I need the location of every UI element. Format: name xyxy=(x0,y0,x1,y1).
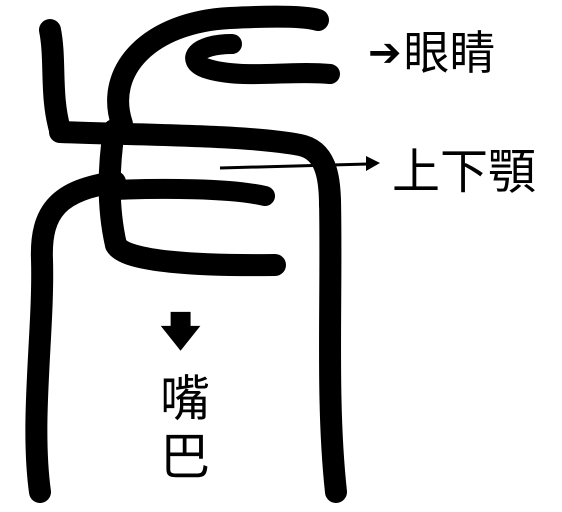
glyph-stroke-right-vertical xyxy=(319,189,347,503)
jaw-label: 上下顎 xyxy=(392,144,537,200)
eye-label: ➔ 眼睛 xyxy=(368,30,496,76)
glyph-stroke-top-curve xyxy=(107,5,329,135)
glyph-stroke-lower-left xyxy=(25,171,126,503)
down-arrow-icon: 🡇 xyxy=(160,309,202,355)
glyph-stroke-left-vertical xyxy=(39,19,71,141)
eye-label-text: 眼睛 xyxy=(403,26,496,80)
jaw-pointer-arrow xyxy=(219,156,380,171)
glyph-stroke-upper-hook xyxy=(185,34,340,85)
glyph-stroke-inner-vertical xyxy=(98,119,286,277)
mouth-label: 嘴巴 xyxy=(152,372,210,488)
right-arrow-icon: ➔ xyxy=(368,30,402,76)
glyph-stroke-inner-mid xyxy=(104,178,275,206)
